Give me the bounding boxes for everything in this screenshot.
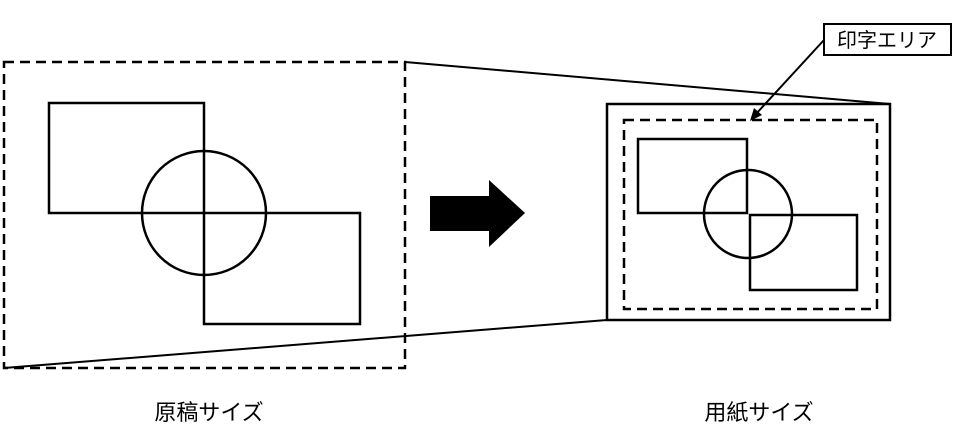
callout-arrowhead-icon <box>750 108 762 121</box>
original-circle <box>140 149 268 277</box>
projection-line-top <box>404 61 891 105</box>
original-rect-bottom-right <box>202 211 362 326</box>
right-arrow-icon <box>430 180 525 247</box>
paper-rect-bottom-right <box>748 213 859 292</box>
callout-leader-line <box>754 39 825 116</box>
print-area-callout-box <box>823 23 952 56</box>
paper-frame <box>605 102 892 322</box>
original-document-frame <box>2 60 407 370</box>
original-size-caption: 原稿サイズ <box>154 401 263 426</box>
paper-circle <box>702 168 794 260</box>
print-area-frame <box>622 118 879 311</box>
original-rect-top-left <box>47 101 206 215</box>
print-area-label: 印字エリア <box>837 28 937 52</box>
projection-line-bottom <box>3 319 608 369</box>
paper-size-caption: 用紙サイズ <box>704 401 813 426</box>
paper-rect-top-left <box>636 137 749 215</box>
